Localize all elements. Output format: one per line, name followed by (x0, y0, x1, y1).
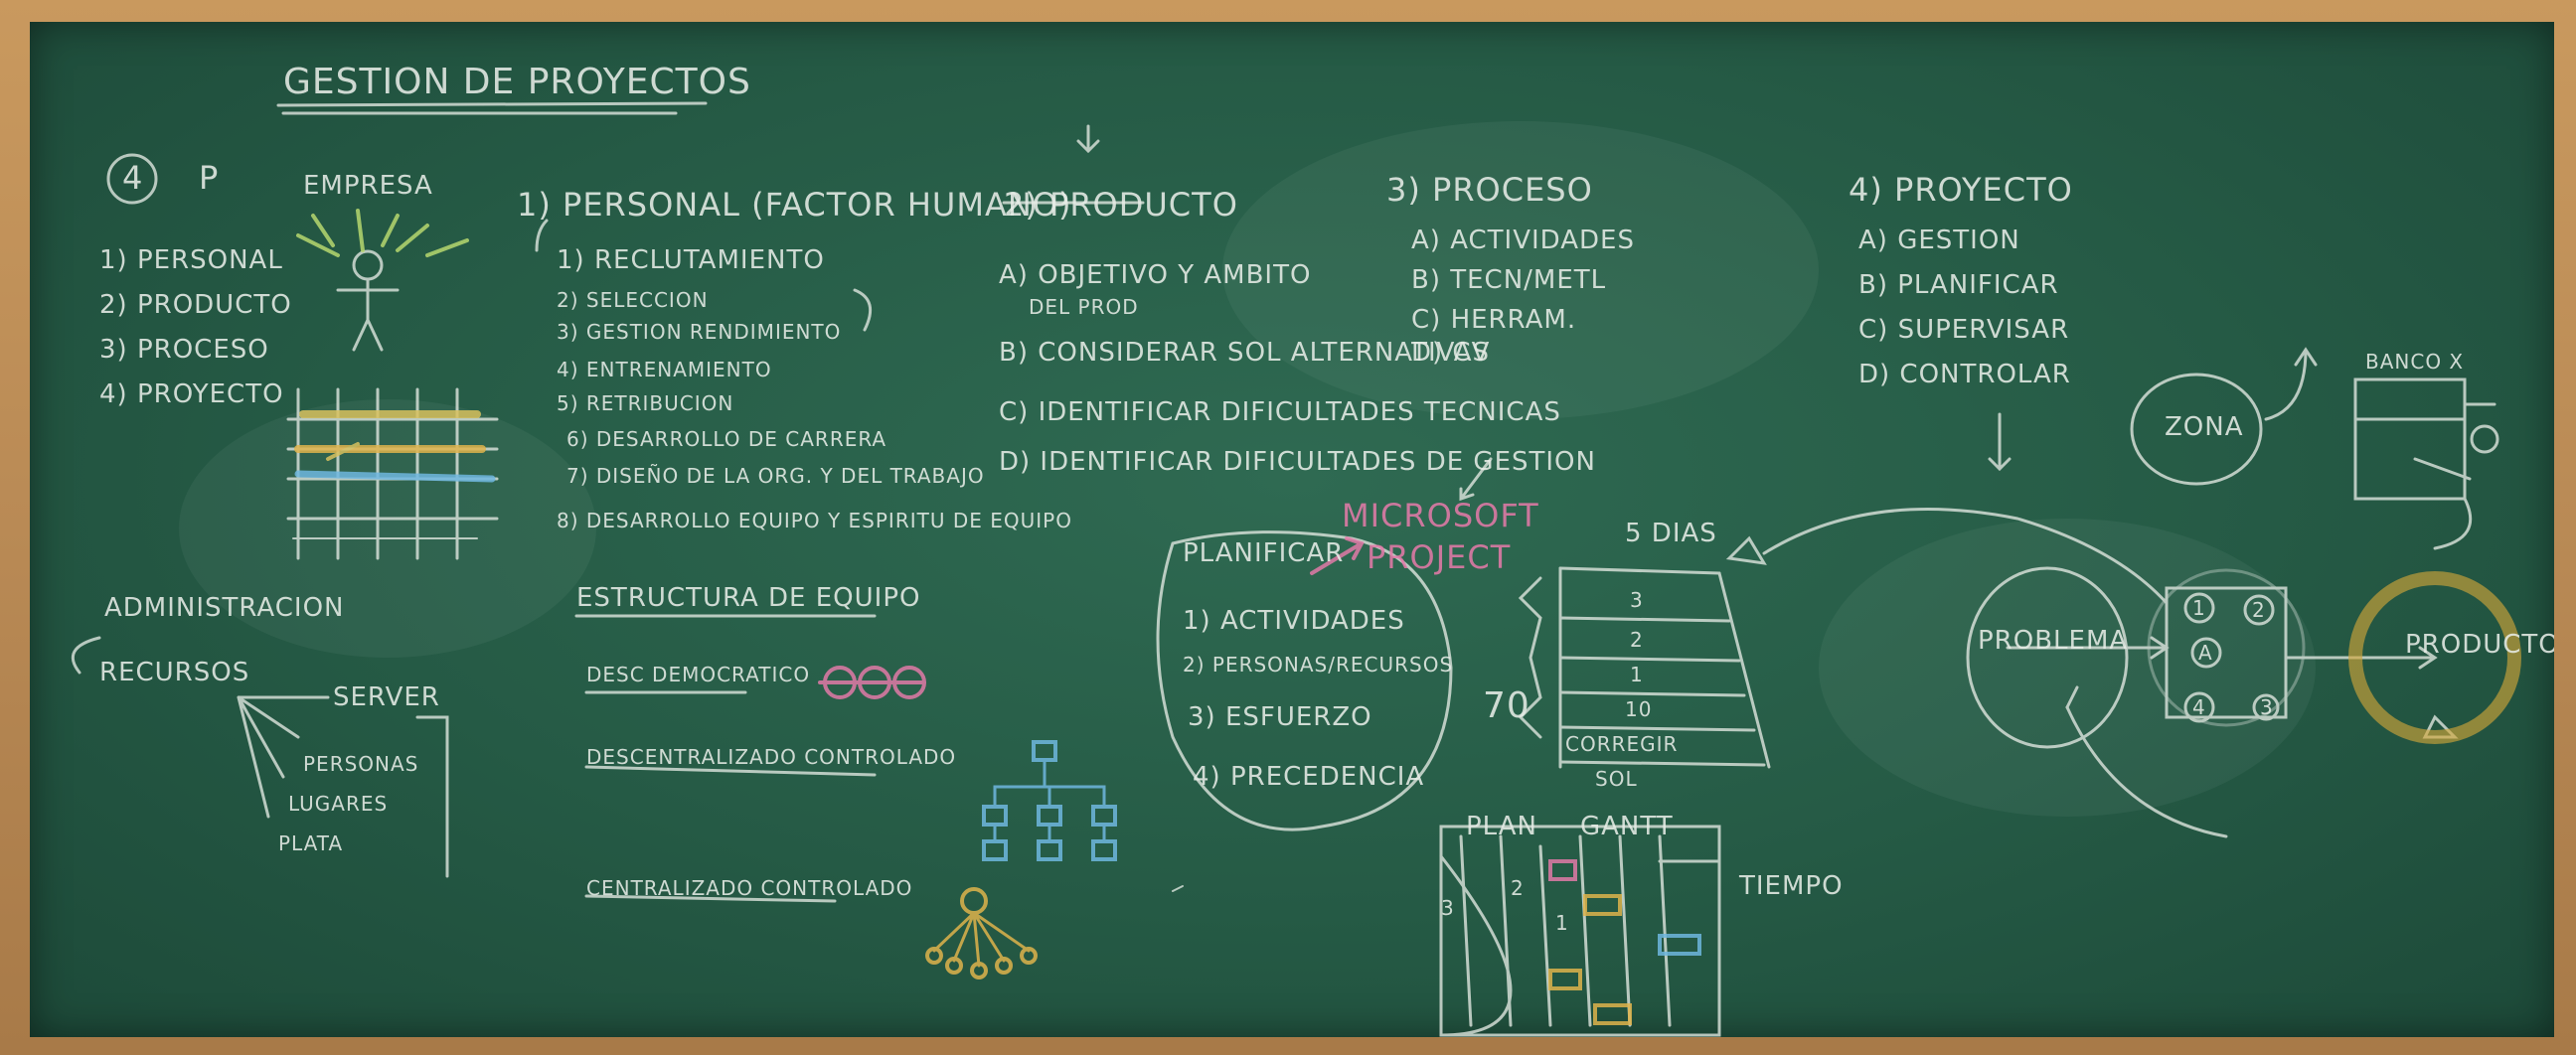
schedule-row: SOL (1595, 767, 1638, 791)
proyecto-item: D) CONTROLAR (1858, 360, 2071, 389)
recursos-label: RECURSOS (99, 658, 250, 687)
producto-item: DEL PROD (1029, 295, 1139, 319)
flow-badge: 2 (2252, 598, 2266, 622)
gantt-left-number: 3 (1441, 896, 1455, 920)
four-p-badge: 4 (122, 159, 144, 197)
recurso-item: SERVER (333, 682, 440, 712)
proceso-item: C) HERRAM. (1411, 305, 1577, 335)
administracion-title: ADMINISTRACION (104, 593, 345, 623)
planificar-item: 3) ESFUERZO (1188, 702, 1372, 732)
estructura-row: DESCENTRALIZADO CONTROLADO (586, 745, 957, 769)
flow-producto: PRODUCTO (2405, 630, 2554, 660)
flow-badge: 1 (2192, 596, 2206, 620)
gantt-tiempo-label: TIEMPO (1739, 871, 1844, 901)
planificar-item: 2) PERSONAS/RECURSOS (1183, 653, 1454, 677)
producto-item: C) IDENTIFICAR DIFICULTADES TECNICAS (999, 397, 1561, 427)
proceso-item: A) ACTIVIDADES (1411, 226, 1635, 255)
estructura-row: DESC DEMOCRATICO (586, 663, 811, 686)
personal-item: 6) DESARROLLO DE CARRERA (566, 427, 887, 451)
personal-item: 4) ENTRENAMIENTO (557, 358, 772, 381)
empresa-label: EMPRESA (303, 171, 433, 201)
schedule-header: 5 DIAS (1625, 519, 1717, 548)
personal-item: 1) RECLUTAMIENTO (557, 245, 825, 275)
tool-name: PROJECT (1367, 538, 1512, 576)
chalk-drawings (71, 101, 2521, 1037)
producto-item: B) CONSIDERAR SOL ALTERNATIVAS (999, 338, 1491, 368)
chalkboard: GESTION DE PROYECTOS 4 P 1) PERSONAL 2) … (30, 22, 2554, 1037)
gantt-label: GANTT (1580, 812, 1674, 841)
schedule-total: 70 (1483, 685, 1530, 726)
recurso-item: PLATA (278, 831, 344, 855)
personal-item: 7) DISEÑO DE LA ORG. Y DEL TRABAJO (566, 464, 985, 488)
estructura-title: ESTRUCTURA DE EQUIPO (576, 583, 921, 613)
schedule-row: 2 (1630, 628, 1644, 652)
personal-title: 1) PERSONAL (FACTOR HUMANO) (517, 186, 1072, 224)
personal-item: 3) GESTION RENDIMIENTO (557, 320, 842, 344)
producto-item: A) OBJETIVO Y AMBITO (999, 260, 1312, 290)
flow-badge: A (2198, 641, 2213, 665)
producto-title: 2) PRODUCTO (1004, 186, 1238, 224)
four-p-letter: P (199, 159, 220, 197)
four-p-item: 4) PROYECTO (99, 379, 284, 409)
proceso-item: D) CV (1411, 338, 1491, 368)
flow-badge: 4 (2192, 695, 2206, 719)
personal-item: 5) RETRIBUCION (557, 391, 734, 415)
flow-problema: PROBLEMA (1978, 626, 2129, 656)
flow-zona: ZONA (2165, 412, 2244, 442)
proyecto-title: 4) PROYECTO (1849, 171, 2073, 209)
proyecto-item: A) GESTION (1858, 226, 2020, 255)
planificar-item: 1) ACTIVIDADES (1183, 606, 1405, 636)
schedule-row: 1 (1630, 663, 1644, 686)
schedule-row: 3 (1630, 588, 1644, 612)
four-p-item: 2) PRODUCTO (99, 290, 292, 320)
planificar-item: 4) PRECEDENCIA (1193, 762, 1425, 792)
flow-badge: 3 (2260, 695, 2274, 719)
estructura-row: CENTRALIZADO CONTROLADO (586, 876, 913, 900)
personal-item: 2) SELECCION (557, 288, 709, 312)
four-p-item: 1) PERSONAL (99, 245, 283, 275)
proceso-item: B) TECN/METL (1411, 265, 1607, 295)
producto-item: D) IDENTIFICAR DIFICULTADES DE GESTION (999, 447, 1596, 477)
gantt-left-number: 1 (1555, 911, 1569, 935)
proyecto-item: B) PLANIFICAR (1858, 270, 2059, 300)
board-title: GESTION DE PROYECTOS (283, 62, 751, 102)
schedule-row: CORREGIR (1565, 732, 1679, 756)
four-p-item: 3) PROCESO (99, 335, 269, 365)
tool-name: MICROSOFT (1342, 497, 1539, 534)
recurso-item: PERSONAS (303, 752, 419, 776)
personal-item: 8) DESARROLLO EQUIPO Y ESPIRITU DE EQUIP… (557, 509, 1072, 532)
proceso-title: 3) PROCESO (1386, 171, 1593, 209)
gantt-plan-label: PLAN (1466, 812, 1537, 841)
schedule-row: 10 (1625, 697, 1653, 721)
flow-banco: BANCO X (2365, 350, 2465, 374)
gantt-left-number: 2 (1511, 876, 1525, 900)
recurso-item: LUGARES (288, 792, 389, 816)
proyecto-item: C) SUPERVISAR (1858, 315, 2070, 345)
planificar-title: PLANIFICAR (1183, 538, 1345, 568)
